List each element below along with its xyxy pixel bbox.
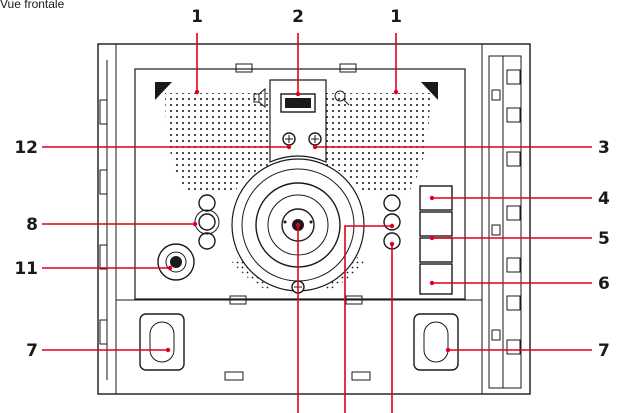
- callout-labels: 1 2 1 12 3 4 8 5 11 6 7 7: [14, 7, 610, 361]
- callout-6: 6: [598, 274, 610, 294]
- callout-1-left: 1: [191, 7, 203, 27]
- usb-connector: [269, 79, 327, 163]
- magnifier-symbol-icon: [334, 90, 350, 106]
- led-indicators-left: [194, 194, 220, 250]
- page-title: Vue frontale: [0, 0, 65, 11]
- callout-4: 4: [598, 189, 610, 209]
- speaker-symbol-icon: [253, 87, 266, 109]
- leader-lines: [42, 33, 592, 413]
- callout-7-left: 7: [26, 341, 38, 361]
- bottom-panel: [116, 299, 482, 381]
- callout-3: 3: [598, 138, 610, 158]
- callout-7-right: 7: [598, 341, 610, 361]
- callout-2: 2: [292, 7, 304, 27]
- light-sensor: [157, 243, 195, 281]
- callout-5: 5: [598, 229, 610, 249]
- callout-1-right: 1: [390, 7, 402, 27]
- callout-11: 11: [14, 259, 38, 279]
- side-buttons: [419, 185, 453, 295]
- led-indicators-right: [383, 194, 401, 250]
- callout-12: 12: [14, 138, 38, 158]
- callout-8: 8: [26, 215, 38, 235]
